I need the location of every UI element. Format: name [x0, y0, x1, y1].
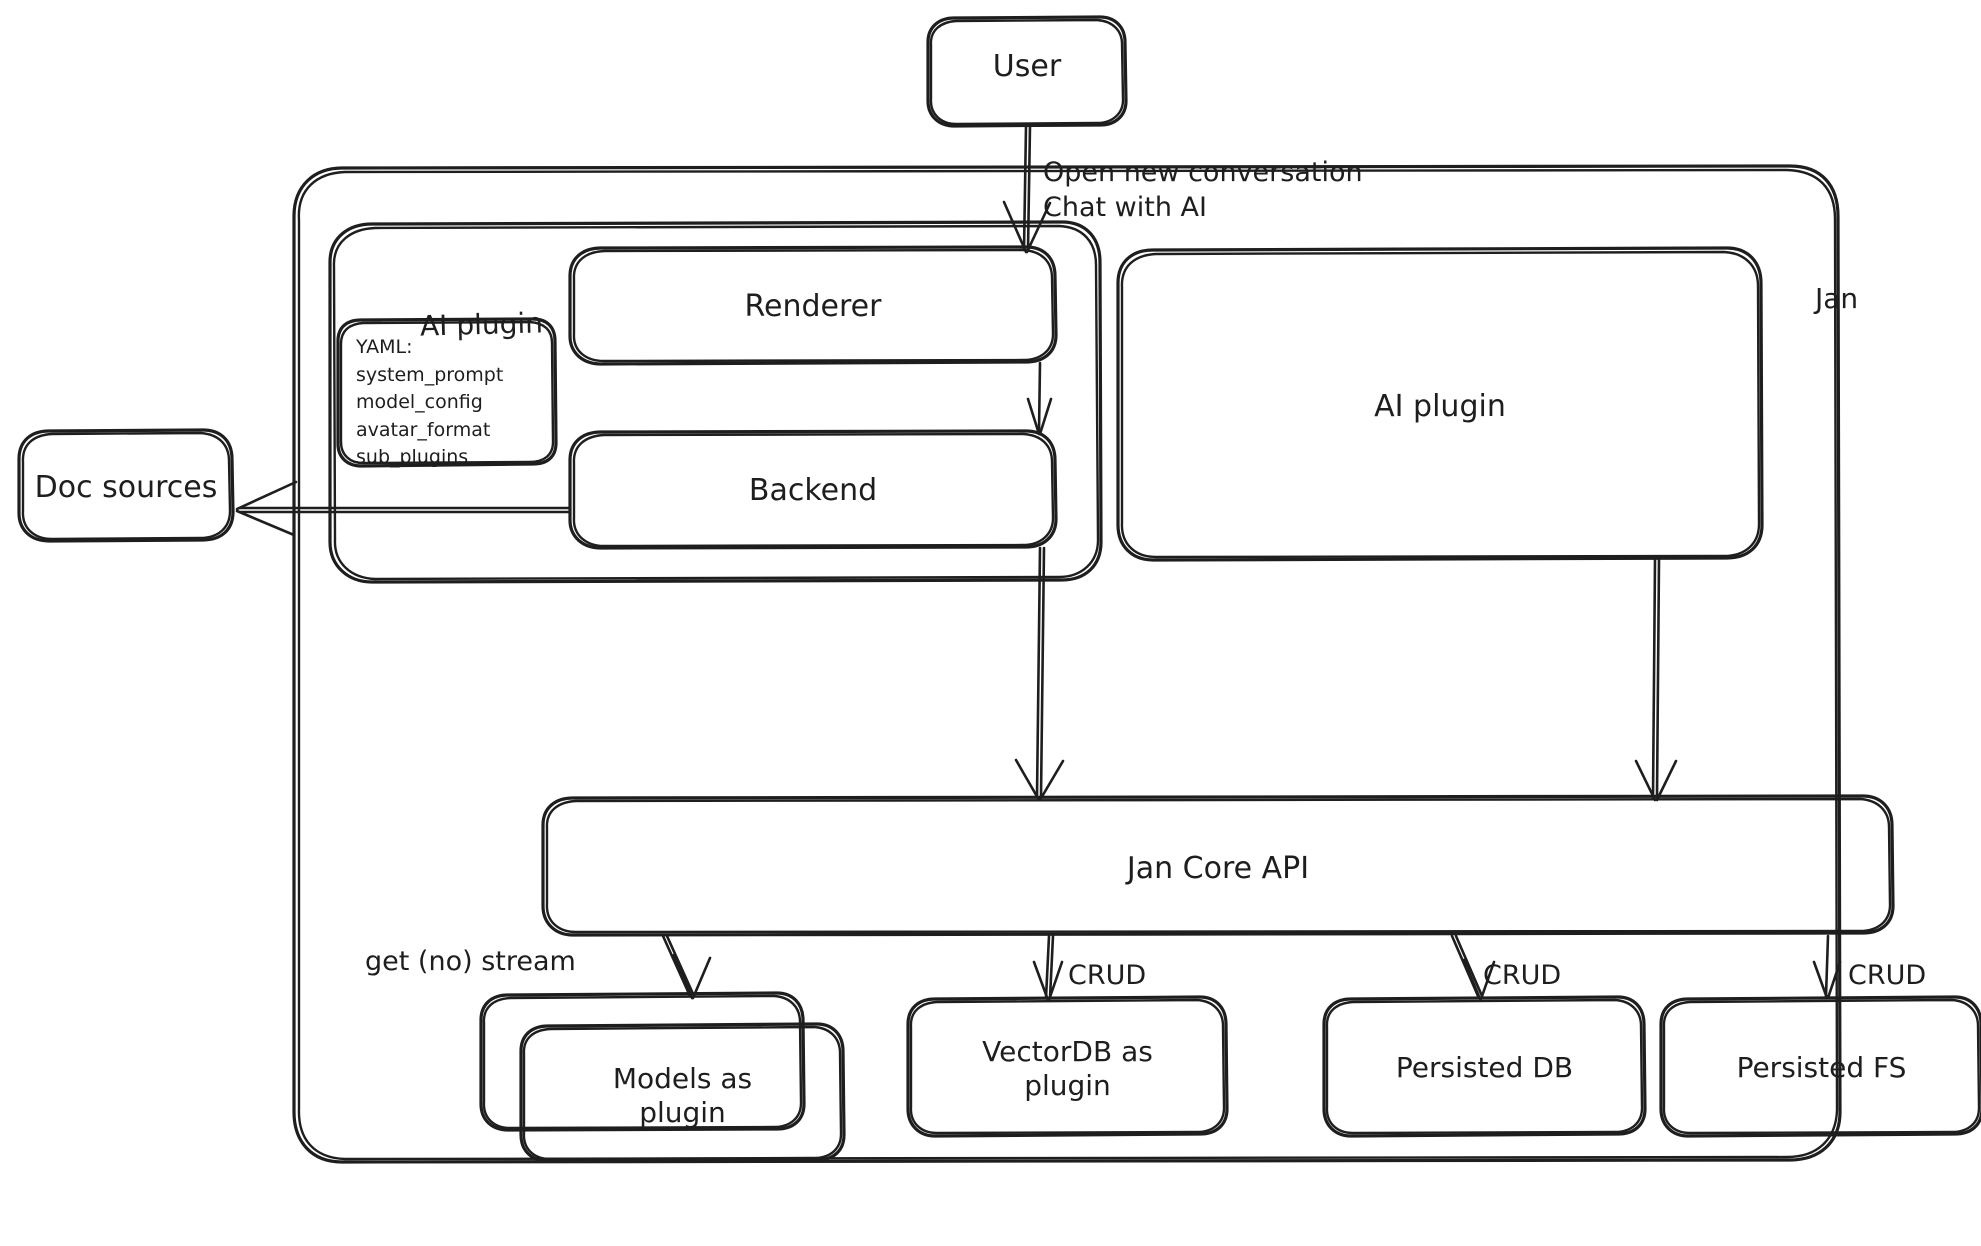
arrow-core-to-persisted-fs: [1812, 934, 1842, 1000]
arrow-user-to-renderer: [1002, 124, 1052, 254]
edge-label-crud-vectordb: CRUD: [1068, 960, 1147, 991]
vectordb-as-plugin-shape: [906, 995, 1229, 1138]
arrow-renderer-to-backend: [1026, 361, 1053, 436]
jan-container-shape: [292, 164, 1842, 1164]
arrow-backend-to-doc-sources: [235, 480, 572, 537]
edge-label-get-no-stream: get (no) stream: [365, 946, 576, 977]
persisted-db-shape: [1322, 995, 1647, 1138]
models-as-plugin-front-shape: [519, 1022, 846, 1163]
arrow-backend-to-core: [1014, 546, 1065, 802]
user-shape: [926, 15, 1128, 128]
yaml-shape: [336, 317, 558, 468]
ai-plugin-right-shape: [1116, 246, 1764, 562]
doc-sources-shape: [17, 428, 235, 543]
edge-label-open-conversation: Open new conversation Chat with AI: [1043, 157, 1363, 224]
edge-label-crud-persisted-fs: CRUD: [1848, 960, 1927, 991]
arrow-core-to-persisted-db: [1450, 934, 1496, 1001]
renderer-shape: [568, 245, 1058, 366]
arrow-core-to-vectordb: [1032, 934, 1064, 1002]
persisted-fs-shape: [1659, 995, 1981, 1138]
arrow-ai-plugin-to-core: [1634, 558, 1678, 802]
jan-core-api-shape: [541, 794, 1895, 937]
yaml-config-text: YAML: system_prompt model_config avatar_…: [356, 336, 504, 469]
ai-plugin-group-shape: [328, 220, 1103, 584]
jan-container-label: Jan: [1815, 282, 1859, 315]
models-as-plugin-back-shape: [479, 991, 806, 1132]
backend-shape: [568, 429, 1058, 550]
arrow-core-to-models: [661, 934, 712, 1000]
edge-label-crud-persisted-db: CRUD: [1483, 960, 1562, 991]
